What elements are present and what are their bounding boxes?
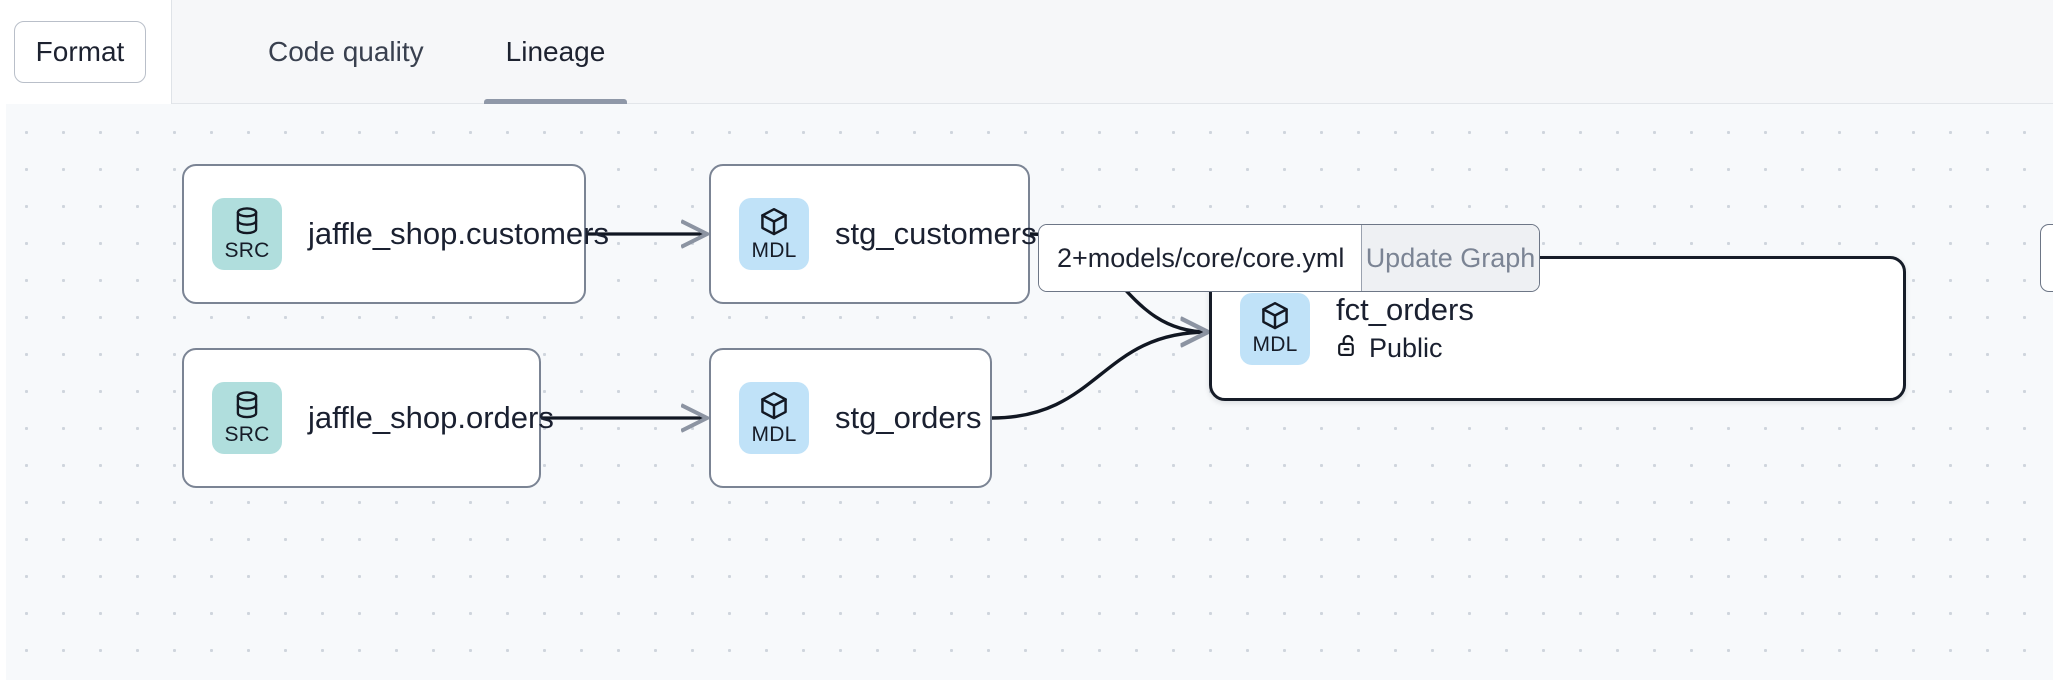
node-title: fct_orders [1336, 292, 1474, 328]
badge-label: MDL [751, 422, 797, 446]
node-title: jaffle_shop.customers [308, 215, 609, 251]
cube-icon [758, 206, 790, 238]
canvas-left-rail [0, 104, 6, 680]
cube-icon [758, 390, 790, 422]
cube-icon [1259, 300, 1291, 332]
node-visibility: Public [1336, 333, 1474, 365]
badge-label: MDL [1252, 333, 1298, 356]
model-badge: MDL [739, 198, 809, 270]
lineage-node-jaffle-shop-customers[interactable]: SRC jaffle_shop.customers [182, 164, 609, 304]
node-body: stg_customers [835, 216, 1037, 253]
source-badge: SRC [212, 198, 282, 270]
visibility-label: Public [1369, 333, 1443, 364]
update-graph-button[interactable]: Update Graph [1361, 225, 1539, 291]
node-title: stg_orders [835, 399, 982, 435]
database-icon [232, 206, 262, 238]
lineage-node-stg-customers[interactable]: MDL stg_customers [709, 164, 1037, 304]
node-body: stg_orders [835, 400, 981, 437]
tab-code-quality[interactable]: Code quality [268, 35, 424, 67]
lineage-node-jaffle-shop-orders[interactable]: SRC jaffle_shop.orders [182, 348, 554, 488]
lineage-node-stg-orders[interactable]: MDL stg_orders [709, 348, 992, 488]
unlock-icon [1336, 333, 1360, 365]
format-zone: Format [0, 0, 172, 104]
model-badge: MDL [1240, 292, 1310, 365]
node-title: stg_customers [835, 215, 1037, 251]
graph-controls-overflow[interactable] [2040, 224, 2053, 292]
edge-stg-orders-to-fct-orders [991, 332, 1208, 420]
tab-bar: Code quality Lineage [172, 0, 633, 104]
tab-lineage[interactable]: Lineage [478, 0, 634, 104]
badge-label: MDL [751, 238, 797, 262]
node-body: jaffle_shop.orders [308, 400, 554, 437]
graph-controls: Update Graph [1038, 224, 1540, 292]
node-body: fct_orders Public [1336, 292, 1474, 365]
model-badge: MDL [739, 382, 809, 454]
badge-label: SRC [224, 238, 270, 262]
database-icon [232, 390, 262, 422]
selector-input[interactable] [1039, 225, 1361, 291]
node-title: jaffle_shop.orders [308, 399, 554, 435]
node-body: jaffle_shop.customers [308, 216, 609, 253]
format-button[interactable]: Format [14, 20, 146, 83]
source-badge: SRC [212, 382, 282, 454]
toolbar: Format Code quality Lineage [0, 0, 2053, 104]
lineage-canvas[interactable]: SRC jaffle_shop.customers MDL stg_custo [0, 104, 2053, 680]
badge-label: SRC [224, 422, 270, 446]
